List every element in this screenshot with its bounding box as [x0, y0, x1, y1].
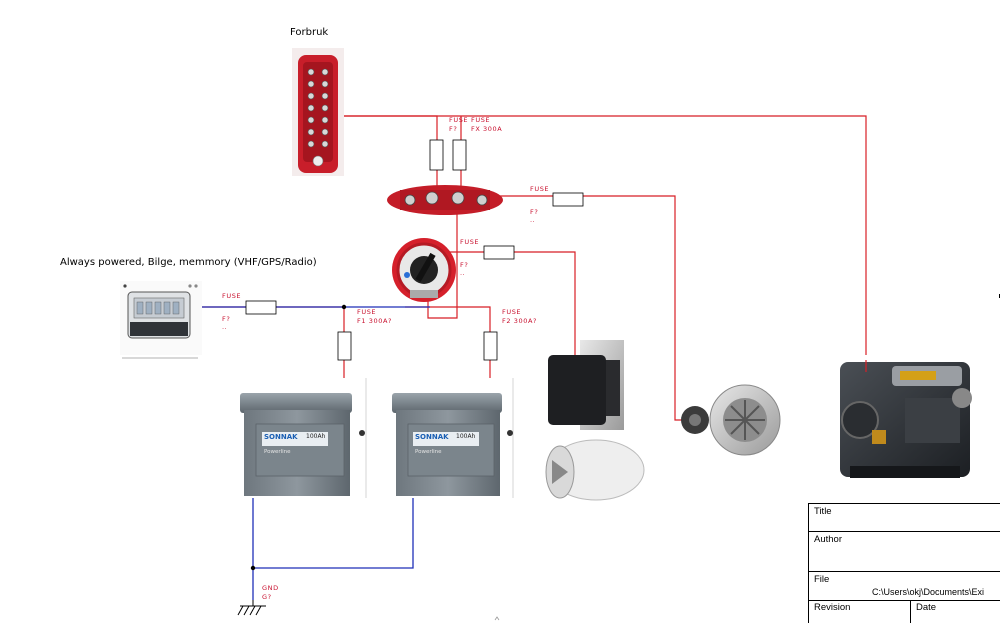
- fuse-f2-type: FUSE: [502, 308, 522, 316]
- fuse-alt-type: FUSE: [530, 185, 550, 193]
- title-label: Title: [814, 506, 832, 517]
- fuse-fx-ref: FX 300A: [471, 125, 503, 133]
- battery-2-capacity: 100Ah: [456, 433, 476, 440]
- fuse-fx-a-type: FUSE: [449, 116, 469, 124]
- file-label: File: [814, 574, 830, 585]
- fuse-fusebox-note: ..: [222, 323, 228, 331]
- fuse-thruster: [483, 245, 515, 260]
- fuse-fusebox-ref: F?: [222, 315, 231, 323]
- fuse-fusebox-type: FUSE: [222, 292, 242, 300]
- fuse-fx-b: [452, 139, 467, 171]
- fuse-thruster-ref: F?: [460, 261, 469, 269]
- battery-1-brand: SONNAK: [264, 433, 298, 441]
- always-powered-label: Always powered, Bilge, memmory (VHF/GPS/…: [60, 257, 317, 268]
- battery-2-icon: [382, 378, 514, 498]
- ground-icon: [237, 600, 266, 616]
- fuse-fx-a: [429, 139, 444, 171]
- fuse-alternator: [552, 192, 584, 207]
- fuse-f2: [483, 331, 498, 361]
- negative-wires: [165, 306, 430, 600]
- revision-label: Revision: [814, 602, 851, 613]
- battery-1-line: Powerline: [264, 449, 291, 455]
- ground-ref: G?: [262, 593, 272, 601]
- file-path: C:\Users\okj\Documents\Exi: [872, 587, 985, 597]
- edge-mark: [494, 616, 500, 621]
- engine-icon: [822, 355, 1000, 485]
- fuse-thruster-note: ..: [460, 269, 466, 277]
- title-block: Title Author File C:\Users\okj\Documents…: [808, 503, 1000, 623]
- fuse-f1-ref: F1 300A?: [357, 317, 393, 325]
- fuse-f1-type: FUSE: [357, 308, 377, 316]
- bow-thruster-icon: [545, 340, 645, 501]
- date-label: Date: [916, 602, 937, 613]
- battery-1-capacity: 100Ah: [306, 433, 326, 440]
- junction-dot: [341, 304, 347, 310]
- fuse-thruster-type: FUSE: [460, 238, 480, 246]
- author-label: Author: [814, 534, 842, 545]
- main-busbar-icon: [387, 185, 503, 215]
- fuse-f2-ref: F2 300A?: [502, 317, 538, 325]
- battery-switch-icon: [392, 238, 456, 302]
- battery-2-brand: SONNAK: [415, 433, 449, 441]
- fuse-alt-ref: F?: [530, 208, 539, 216]
- fusebox-icon: [120, 281, 202, 359]
- fuse-alt-note: ..: [530, 216, 536, 224]
- forbruk-busbar-icon: [292, 48, 344, 176]
- battery-2-line: Powerline: [415, 449, 442, 455]
- junction-dot: [250, 565, 256, 571]
- fuse-fx-type: FUSE: [471, 116, 491, 124]
- fuse-fx-a-ref: F?: [449, 125, 458, 133]
- fuse-f1: [337, 331, 352, 361]
- fuse-fusebox: [245, 300, 277, 315]
- fuse-symbols: [245, 139, 584, 361]
- battery-1-icon: [228, 378, 367, 498]
- forbruk-label: Forbruk: [290, 27, 329, 38]
- alternator-icon: [681, 380, 792, 472]
- ground-type: GND: [262, 584, 279, 592]
